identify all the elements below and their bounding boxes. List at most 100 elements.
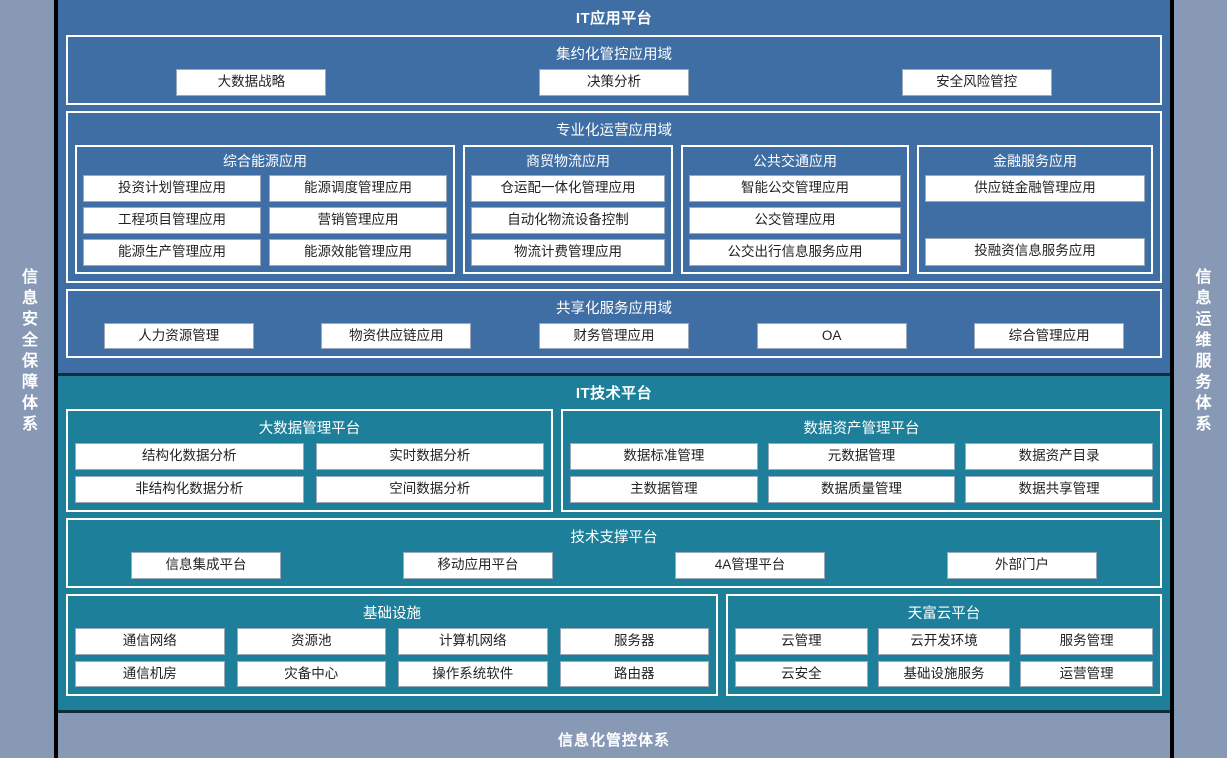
tech-box[interactable]: 通信网络 (75, 627, 225, 655)
domain-title: 专业化运营应用域 (556, 122, 672, 139)
tech-box[interactable]: 云安全 (735, 660, 868, 688)
domain-title: 天富云平台 (907, 605, 981, 622)
domain-items: 云管理 云开发环境 服务管理 云安全 基础设施服务 运营管理 (735, 627, 1153, 688)
tech-row-infrastructure: 基础设施 通信网络 资源池 计算机网络 服务器 通信机房 灾备中心 操作系统软件… (66, 593, 1162, 697)
tech-box[interactable]: 移动应用平台 (403, 551, 553, 579)
tech-box[interactable]: 运营管理 (1020, 660, 1153, 688)
domain-shared-services: 共享化服务应用域 人力资源管理 物资供应链应用 财务管理应用 OA 综合管理应用 (66, 288, 1162, 359)
center-column: IT应用平台 集约化管控应用域 大数据战略 决策分析 安全风险管控 专业化运营应… (58, 0, 1170, 758)
app-box[interactable]: 营销管理应用 (269, 206, 447, 234)
tech-box[interactable]: 数据资产目录 (965, 443, 1153, 470)
domain-technical-support-platform: 技术支撑平台 信息集成平台 移动应用平台 4A管理平台 外部门户 (66, 517, 1162, 588)
app-box[interactable]: 公交管理应用 (689, 206, 901, 234)
tech-box[interactable]: 操作系统软件 (398, 660, 548, 688)
domain-items-row: 大数据战略 决策分析 安全风险管控 (75, 69, 1153, 96)
tech-box[interactable]: 非结构化数据分析 (75, 475, 304, 503)
app-platform-title: IT应用平台 (575, 10, 653, 27)
tech-row-data: 大数据管理平台 结构化数据分析 实时数据分析 非结构化数据分析 空间数据分析 数… (66, 409, 1162, 512)
app-box[interactable]: 大数据战略 (176, 69, 327, 96)
app-box[interactable]: 物资供应链应用 (321, 322, 472, 350)
app-box[interactable]: 智能公交管理应用 (689, 174, 901, 202)
app-box[interactable]: 投资计划管理应用 (83, 174, 261, 202)
subgroup-items: 投资计划管理应用 能源调度管理应用 工程项目管理应用 营销管理应用 能源生产管理… (83, 174, 447, 266)
tech-box[interactable]: 结构化数据分析 (75, 443, 304, 470)
tech-box[interactable]: 服务器 (559, 627, 709, 655)
subgroup-container: 综合能源应用 投资计划管理应用 能源调度管理应用 工程项目管理应用 营销管理应用… (75, 144, 1153, 274)
domain-title: 基础设施 (363, 605, 421, 622)
tech-box[interactable]: 服务管理 (1020, 627, 1153, 655)
app-box[interactable]: OA (756, 322, 907, 350)
app-box[interactable]: 自动化物流设备控制 (471, 206, 665, 234)
tech-box[interactable]: 云管理 (735, 627, 868, 655)
subgroup-integrated-energy: 综合能源应用 投资计划管理应用 能源调度管理应用 工程项目管理应用 营销管理应用… (75, 144, 455, 274)
subgroup-title: 商贸物流应用 (526, 152, 610, 169)
app-box[interactable]: 能源效能管理应用 (269, 238, 447, 266)
tech-box[interactable]: 基础设施服务 (877, 660, 1011, 688)
domain-items-row: 信息集成平台 移动应用平台 4A管理平台 外部门户 (75, 551, 1153, 579)
domain-tianfu-cloud-platform: 天富云平台 云管理 云开发环境 服务管理 云安全 基础设施服务 运营管理 (726, 593, 1162, 697)
tech-box[interactable]: 4A管理平台 (675, 551, 825, 579)
app-box[interactable]: 供应链金融管理应用 (925, 174, 1145, 203)
tech-box[interactable]: 计算机网络 (398, 627, 548, 655)
tech-box[interactable]: 路由器 (559, 660, 709, 688)
tech-box[interactable]: 主数据管理 (570, 475, 758, 503)
domain-big-data-platform: 大数据管理平台 结构化数据分析 实时数据分析 非结构化数据分析 空间数据分析 (66, 409, 553, 512)
right-rail-it-operations: 信息运维服务体系 (1170, 0, 1227, 758)
domain-professional-operations: 专业化运营应用域 综合能源应用 投资计划管理应用 能源调度管理应用 工程项目管理… (66, 110, 1162, 283)
subgroup-trade-logistics: 商贸物流应用 仓运配一体化管理应用 自动化物流设备控制 物流计费管理应用 (463, 144, 673, 274)
domain-items: 通信网络 资源池 计算机网络 服务器 通信机房 灾备中心 操作系统软件 路由器 (75, 627, 709, 688)
subgroup-items: 供应链金融管理应用 投融资信息服务应用 (925, 174, 1145, 266)
subgroup-title: 公共交通应用 (753, 152, 837, 169)
subgroup-items: 智能公交管理应用 公交管理应用 公交出行信息服务应用 (689, 174, 901, 266)
app-box[interactable]: 公交出行信息服务应用 (689, 238, 901, 266)
subgroup-items: 仓运配一体化管理应用 自动化物流设备控制 物流计费管理应用 (471, 174, 665, 266)
tech-box[interactable]: 资源池 (236, 627, 386, 655)
tech-box[interactable]: 元数据管理 (767, 443, 956, 470)
app-box[interactable]: 决策分析 (538, 69, 689, 96)
domain-title: 大数据管理平台 (258, 421, 361, 437)
it-application-platform: IT应用平台 集约化管控应用域 大数据战略 决策分析 安全风险管控 专业化运营应… (58, 0, 1170, 373)
tech-box[interactable]: 信息集成平台 (131, 551, 281, 579)
domain-title: 数据资产管理平台 (803, 421, 920, 437)
app-box[interactable]: 投融资信息服务应用 (925, 238, 1145, 266)
left-rail-label: 信息安全保障体系 (19, 267, 36, 436)
app-box[interactable]: 人力资源管理 (103, 322, 254, 350)
domain-title: 共享化服务应用域 (556, 300, 672, 317)
app-box[interactable]: 能源生产管理应用 (83, 238, 261, 266)
tech-box[interactable]: 实时数据分析 (315, 443, 544, 470)
tech-box[interactable]: 外部门户 (947, 551, 1097, 579)
app-box[interactable]: 综合管理应用 (974, 322, 1125, 350)
tech-box[interactable]: 空间数据分析 (315, 475, 544, 503)
tech-box[interactable]: 云开发环境 (877, 627, 1011, 655)
domain-intensive-control: 集约化管控应用域 大数据战略 决策分析 安全风险管控 (66, 35, 1162, 105)
domain-items: 数据标准管理 元数据管理 数据资产目录 主数据管理 数据质量管理 数据共享管理 (570, 443, 1153, 503)
domain-infrastructure: 基础设施 通信网络 资源池 计算机网络 服务器 通信机房 灾备中心 操作系统软件… (66, 593, 718, 697)
domain-data-asset-platform: 数据资产管理平台 数据标准管理 元数据管理 数据资产目录 主数据管理 数据质量管… (561, 409, 1162, 512)
tech-box[interactable]: 数据标准管理 (570, 443, 758, 470)
domain-items-row: 人力资源管理 物资供应链应用 财务管理应用 OA 综合管理应用 (75, 322, 1153, 350)
tech-box[interactable]: 数据质量管理 (767, 475, 956, 503)
subgroup-public-transit: 公共交通应用 智能公交管理应用 公交管理应用 公交出行信息服务应用 (681, 144, 909, 274)
app-box-placeholder (925, 207, 1145, 233)
left-rail-information-security: 信息安全保障体系 (0, 0, 58, 758)
app-box[interactable]: 财务管理应用 (538, 322, 689, 350)
app-box[interactable]: 能源调度管理应用 (269, 174, 447, 202)
app-box[interactable]: 仓运配一体化管理应用 (471, 174, 665, 202)
tech-box[interactable]: 数据共享管理 (965, 475, 1153, 503)
domain-title: 集约化管控应用域 (556, 47, 672, 63)
tech-box[interactable]: 通信机房 (75, 660, 225, 688)
domain-items: 结构化数据分析 实时数据分析 非结构化数据分析 空间数据分析 (75, 443, 544, 503)
subgroup-financial-services: 金融服务应用 供应链金融管理应用 投融资信息服务应用 (917, 144, 1153, 274)
subgroup-title: 金融服务应用 (993, 152, 1077, 169)
it-technology-platform: IT技术平台 大数据管理平台 结构化数据分析 实时数据分析 非结构化数据分析 空… (58, 373, 1170, 711)
subgroup-title: 综合能源应用 (223, 152, 307, 169)
bottom-bar-label: 信息化管控体系 (557, 731, 670, 749)
app-box[interactable]: 工程项目管理应用 (83, 206, 261, 234)
tech-platform-title: IT技术平台 (575, 385, 653, 402)
bottom-bar-information-governance: 信息化管控体系 (58, 710, 1170, 758)
app-box[interactable]: 安全风险管控 (901, 69, 1052, 96)
tech-box[interactable]: 灾备中心 (236, 660, 386, 688)
right-rail-label: 信息运维服务体系 (1192, 267, 1210, 436)
app-box[interactable]: 物流计费管理应用 (471, 238, 665, 266)
